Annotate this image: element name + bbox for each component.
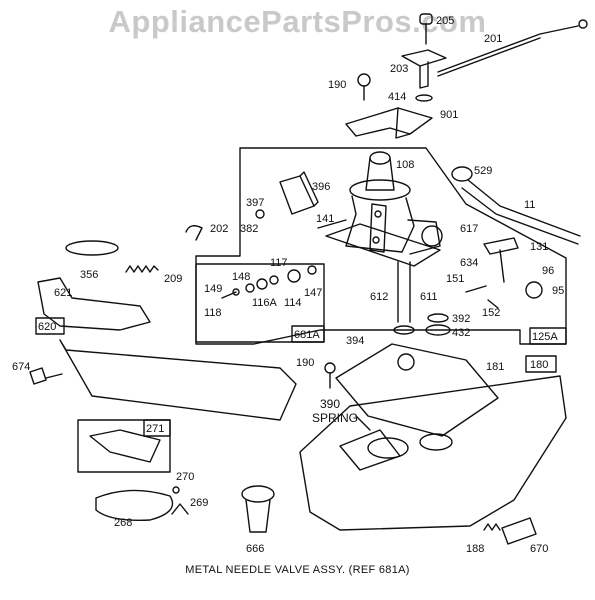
label-612: 612 (370, 291, 388, 303)
bracket-901-part (345, 107, 433, 139)
label-202: 202 (210, 223, 228, 235)
needle-141-part (317, 219, 347, 229)
choke-valve-part (279, 171, 319, 215)
label-96: 96 (542, 265, 554, 277)
label-148: 148 (232, 271, 250, 283)
clip-202-part (185, 225, 203, 241)
label-617: 617 (460, 223, 478, 235)
group-271-frame (77, 419, 171, 473)
bolt-674-part (29, 367, 63, 385)
label-118: 118 (204, 307, 222, 319)
label-432: 432 (452, 327, 470, 339)
label-151: 151 (446, 273, 464, 285)
label-149: 149 (204, 283, 222, 295)
label-spring: SPRING (312, 411, 358, 425)
ring-268-part (95, 489, 174, 521)
label-529: 529 (474, 165, 492, 177)
label-674: 674 (12, 361, 30, 373)
label-188: 188 (466, 543, 484, 555)
label-621: 621 (54, 287, 72, 299)
label-670: 670 (530, 543, 548, 555)
label-390: 390 (320, 397, 340, 411)
label-666: 666 (246, 543, 264, 555)
gasket-432-part (425, 324, 451, 336)
label-268: 268 (114, 517, 132, 529)
label-203: 203 (390, 63, 408, 75)
box-label-271: 271 (146, 423, 164, 435)
fuel-filter-666-part (241, 485, 275, 533)
box-271-tab (143, 419, 171, 437)
watermark: AppliancePartsPros.com (108, 4, 487, 39)
diagram-caption: METAL NEEDLE VALVE ASSY. (REF 681A) (185, 564, 410, 576)
screw-151-part (465, 285, 487, 293)
clip-269-part (171, 503, 189, 515)
box-125a-tab (529, 327, 567, 345)
ring-356-part (65, 240, 119, 256)
label-205: 205 (436, 15, 454, 27)
label-901: 901 (440, 109, 458, 121)
spring-209-part (125, 265, 159, 273)
label-131: 131 (530, 241, 548, 253)
label-201: 201 (484, 33, 502, 45)
label-190-top: 190 (328, 79, 346, 91)
part-270-part (172, 486, 180, 494)
label-11: 11 (524, 199, 535, 211)
label-108: 108 (396, 159, 414, 171)
label-141: 141 (316, 213, 334, 225)
label-152: 152 (482, 307, 500, 319)
pin-152-part (487, 299, 499, 309)
washer-96-part (525, 281, 543, 299)
carburetor-body-part (325, 151, 443, 267)
box-label-125a: 125A (532, 331, 558, 343)
box-620-tab (35, 317, 65, 335)
bracket-203-part (401, 49, 447, 89)
label-147: 147 (304, 287, 322, 299)
choke-link-rod-part (437, 19, 588, 77)
carburetor-group-frame (195, 147, 567, 345)
label-382: 382 (240, 223, 258, 235)
label-117: 117 (270, 257, 288, 269)
fuel-line-part (451, 166, 581, 245)
label-114: 114 (284, 297, 302, 309)
screw-190-bottom-part (324, 362, 336, 389)
label-356: 356 (80, 269, 98, 281)
fuel-tank-part (299, 375, 567, 531)
box-label-180: 180 (530, 359, 548, 371)
screw-190-top-part (357, 73, 371, 101)
box-labels: 681A 125A 620 180 271 (38, 321, 558, 435)
label-116a: 116A (252, 297, 278, 309)
bolt-612-611-part (393, 261, 415, 335)
throttle-lever-part (483, 237, 519, 283)
needle-valve-assembly-part (221, 265, 317, 299)
box-label-620: 620 (38, 321, 56, 333)
part-number-labels: 201 205 203 190 414 901 108 529 11 396 3… (12, 15, 564, 555)
spring-390-part (355, 415, 371, 431)
screw-382-part (255, 209, 265, 219)
label-397: 397 (246, 197, 264, 209)
label-190-bottom: 190 (296, 357, 314, 369)
washer-392-part (427, 313, 449, 323)
label-95: 95 (552, 285, 564, 297)
label-394: 394 (346, 335, 364, 347)
box-label-681a: 681A (294, 329, 320, 341)
box-180-tab (525, 355, 557, 373)
label-611: 611 (420, 291, 438, 303)
label-414: 414 (388, 91, 406, 103)
label-396: 396 (312, 181, 330, 193)
part-670-part (501, 517, 537, 545)
lever-271-part (89, 429, 161, 463)
label-270: 270 (176, 471, 194, 483)
label-634: 634 (460, 257, 478, 269)
box-681a-tab (291, 325, 325, 343)
spring-188-part (483, 523, 501, 531)
label-181: 181 (486, 361, 504, 373)
label-392: 392 (452, 313, 470, 325)
gasket-181-part (335, 343, 499, 437)
washer-414-part (415, 94, 433, 102)
screw-205-part (419, 13, 433, 45)
label-209: 209 (164, 273, 182, 285)
label-269: 269 (190, 497, 208, 509)
